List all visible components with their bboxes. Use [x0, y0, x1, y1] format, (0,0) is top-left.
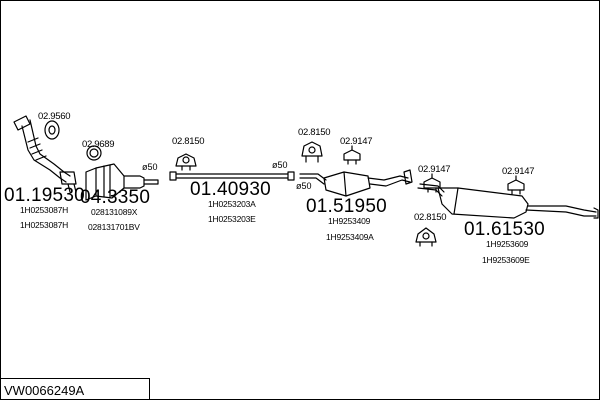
diameter-1: ø50	[142, 162, 158, 172]
front-pipe-ref-2: 1H0253087H	[20, 220, 69, 230]
clamp-rear-2-drawing	[507, 175, 525, 195]
catalyst-drawing	[85, 163, 159, 201]
rear-silencer-number: 01.61530	[464, 219, 545, 240]
catalyst-ref-2: 028131701BV	[88, 222, 140, 232]
diameter-3: ø50	[296, 181, 312, 191]
front-pipe-drawing	[13, 115, 77, 193]
rear-silencer-ref-2: 1H9253609E	[482, 255, 530, 265]
rubber-mount-1-drawing	[175, 153, 197, 171]
diameter-2: ø50	[272, 160, 288, 170]
middle-silencer-ref-2: 1H9253409A	[326, 232, 374, 242]
rubber-mount-2-code: 02.8150	[298, 127, 331, 138]
clamp-mid-code: 02.9147	[340, 136, 373, 147]
clamp-cat-drawing	[86, 145, 102, 161]
intermediate-pipe-drawing	[169, 171, 295, 181]
rear-silencer-ref-1: 1H9253609	[486, 239, 529, 249]
catalyst-number: 04.3350	[80, 187, 151, 208]
catalyst-ref-1: 028131089X	[91, 207, 138, 217]
clamp-rear-1-code: 02.9147	[418, 164, 451, 175]
intermediate-pipe-number: 01.40930	[190, 179, 271, 200]
model-box: VW0066249A	[0, 378, 150, 399]
middle-silencer-number: 01.51950	[306, 196, 387, 217]
clamp-rear-1-drawing	[423, 173, 441, 193]
model-code: VW0066249A	[4, 383, 85, 398]
clamp-mid-drawing	[343, 145, 361, 165]
clamp-cat-code: 02.9689	[82, 139, 115, 150]
gasket-front-code: 02.9560	[38, 111, 71, 122]
clamp-rear-2-code: 02.9147	[502, 166, 535, 177]
rubber-mount-1-code: 02.8150	[172, 136, 205, 147]
rubber-mount-3-code: 02.8150	[414, 212, 447, 223]
rubber-mount-2-drawing	[301, 141, 323, 163]
middle-silencer-ref-1: 1H9253409	[328, 216, 371, 226]
intermediate-pipe-ref-1: 1H0253203A	[208, 199, 256, 209]
intermediate-pipe-ref-2: 1H0253203E	[208, 214, 256, 224]
middle-silencer-drawing	[299, 169, 413, 197]
rubber-mount-3-drawing	[415, 227, 437, 247]
front-pipe-number: 01.19530	[4, 185, 85, 206]
gasket-front-drawing	[44, 120, 60, 140]
front-pipe-ref-1: 1H0253087H	[20, 205, 69, 215]
